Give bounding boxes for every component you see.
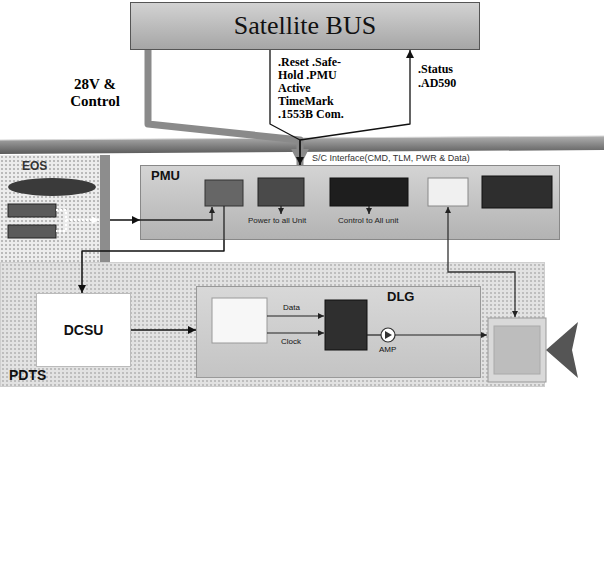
interface-band <box>0 136 604 154</box>
annotation: Power to all Unit <box>248 216 306 225</box>
wire <box>267 315 324 316</box>
connector <box>148 50 300 165</box>
eos-unit <box>8 204 56 217</box>
dlg-box: DLG <box>196 286 481 378</box>
dlg-unit <box>212 298 267 343</box>
band-edge <box>0 136 604 140</box>
connector <box>82 240 224 293</box>
eos-unit <box>8 225 56 238</box>
eos-link <box>56 210 99 231</box>
pmu-unit <box>482 176 552 208</box>
node-label: DLG <box>387 290 414 305</box>
pmu-box: PMU <box>140 165 560 240</box>
connector <box>110 219 140 221</box>
amp-symbol <box>381 328 395 342</box>
signal-label: .Reset .Safe-Hold .PMU Active TimeMark .… <box>278 56 366 121</box>
node-label: Satellite BUS <box>234 11 376 41</box>
annotation: AMP <box>379 345 396 354</box>
pmu-unit <box>258 178 304 206</box>
annotation: Clock <box>281 337 301 346</box>
wire <box>267 332 324 333</box>
pmu-unit <box>428 178 468 206</box>
annotation: Data <box>283 303 300 312</box>
wire <box>280 206 281 214</box>
annotation: Control to All unit <box>338 216 398 225</box>
wire <box>368 206 369 214</box>
rf-unit <box>494 326 540 374</box>
wire <box>395 334 487 335</box>
node-label: PDTS <box>9 367 46 383</box>
pdts-panel: PDTS DCSU DLG <box>0 262 545 387</box>
wire <box>367 334 381 335</box>
amp-symbol <box>385 331 392 339</box>
pmu-unit <box>205 180 243 206</box>
annotation: S/C Interface(CMD, TLM, PWR & Data) <box>312 153 470 163</box>
eos-panel: EOS <box>0 155 110 262</box>
wire <box>140 207 212 220</box>
connector <box>131 329 196 331</box>
signal-label: .Status .AD590 <box>418 62 476 90</box>
eos-lens <box>8 178 96 196</box>
dcsu-box: DCSU <box>36 293 131 367</box>
pmu-unit <box>330 178 408 206</box>
dlg-unit <box>325 300 367 350</box>
wire <box>448 207 515 317</box>
node-label: DCSU <box>64 322 104 338</box>
antenna-symbol <box>546 322 578 378</box>
bus-box: Satellite BUS <box>130 2 480 50</box>
node-label: PMU <box>151 169 180 184</box>
node-label: EOS <box>22 160 47 174</box>
wire <box>223 206 224 240</box>
rf-unit <box>488 318 546 382</box>
signal-label: 28V & Control <box>55 76 135 110</box>
eos-wall <box>100 155 110 262</box>
